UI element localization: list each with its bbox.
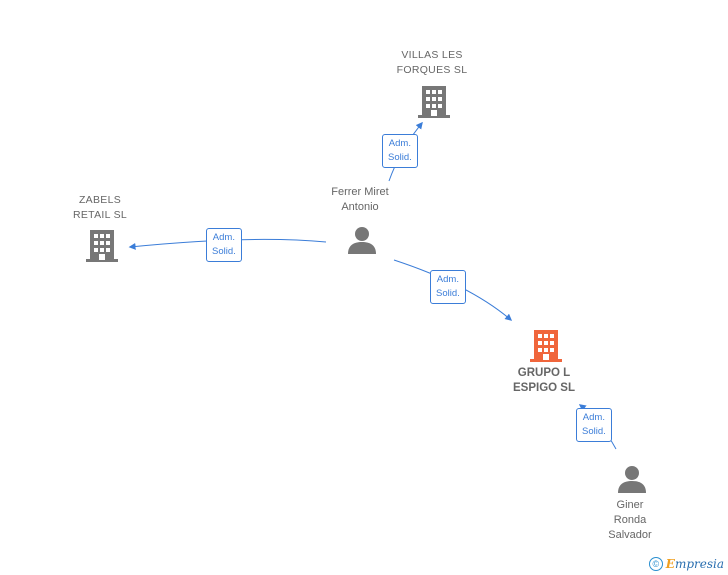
edge-label: Adm. Solid. (382, 134, 418, 168)
edge-label: Adm. Solid. (430, 270, 466, 304)
building-icon[interactable] (418, 84, 450, 118)
node-label-giner: Giner Ronda Salvador (608, 499, 652, 541)
building-icon[interactable] (86, 228, 118, 262)
node-label-zabels: ZABELS RETAIL SL (72, 194, 128, 221)
copyright-icon: © (648, 557, 663, 571)
person-icon[interactable] (617, 464, 647, 494)
node-label-villas: VILLAS LES FORQUES SL (396, 49, 468, 76)
person-icon[interactable] (347, 225, 377, 255)
brand-logo: Empresia (665, 557, 724, 571)
node-label-ferrer: Ferrer Miret Antonio (331, 186, 389, 213)
edge-label: Adm. Solid. (576, 408, 612, 442)
node-label-grupo: GRUPO L ESPIGO SL (513, 367, 575, 394)
edge-label: Adm. Solid. (206, 228, 242, 262)
brand-footer: © Empresia (648, 557, 724, 571)
building-icon[interactable] (530, 328, 562, 362)
